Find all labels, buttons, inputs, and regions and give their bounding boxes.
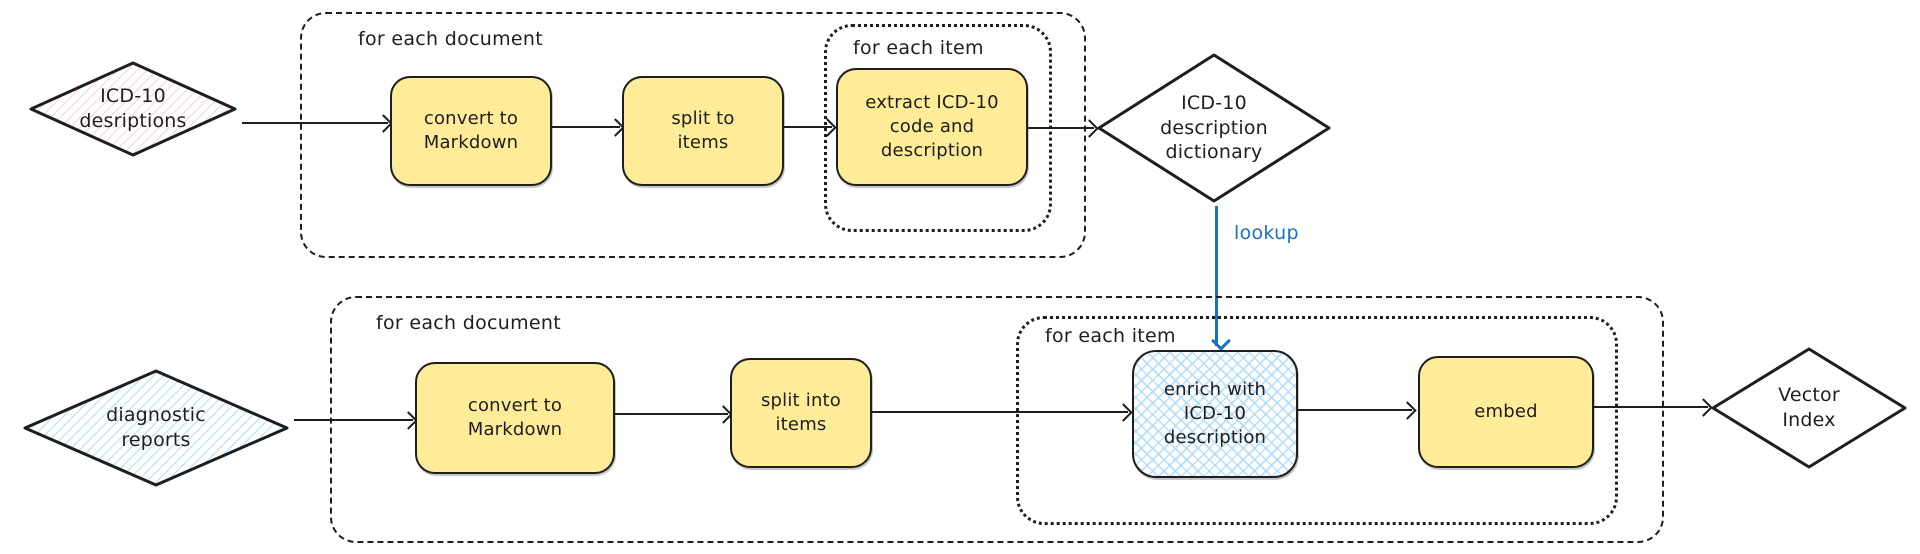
- node-text-line: Index: [1782, 409, 1836, 431]
- group-label-bottom-for-each-item: for each item: [1045, 325, 1176, 347]
- arrow-top-extract-to-dictionary: [1026, 127, 1094, 129]
- step-text-line: split to: [671, 107, 735, 129]
- group-top-for-each-document: for each document: [300, 12, 1086, 258]
- step-text-line: split into: [760, 389, 842, 411]
- arrow-bottom-convert-to-split: [613, 413, 728, 415]
- arrow-bottom-split-to-enrich: [870, 411, 1128, 413]
- node-text-line: ICD-10: [100, 85, 166, 108]
- group-bottom-for-each-item: for each item: [1016, 316, 1618, 525]
- arrow-bottom-source-to-convert: [294, 419, 413, 421]
- node-text-line: dictionary: [1165, 141, 1263, 164]
- step-text-line: Markdown: [467, 419, 563, 440]
- lookup-arrow: [1215, 206, 1218, 346]
- step-text-line: items: [677, 132, 729, 153]
- step-text-line: ICD-10: [1183, 402, 1247, 424]
- step-text-line: convert to: [423, 107, 519, 129]
- group-label-top-for-each-document: for each document: [358, 28, 543, 50]
- group-label-bottom-for-each-document: for each document: [376, 312, 561, 334]
- step-bottom-convert-to-markdown: convert to Markdown: [415, 362, 615, 474]
- node-text-line: reports: [121, 429, 191, 451]
- arrow-bottom-embed-to-index: [1592, 406, 1708, 408]
- node-diagnostic-reports: diagnostic reports: [22, 368, 290, 488]
- step-text-line: description: [1163, 427, 1267, 449]
- node-text-line: desriptions: [79, 110, 187, 132]
- node-text-line: diagnostic: [106, 404, 206, 427]
- step-top-convert-to-markdown: convert to Markdown: [390, 76, 552, 186]
- arrow-top-convert-to-split: [550, 126, 620, 128]
- arrow-top-split-to-extract: [782, 126, 832, 128]
- step-bottom-enrich-icd10: enrich with ICD-10 description: [1132, 350, 1298, 478]
- step-top-extract-icd10: extract ICD-10 code and description: [836, 68, 1028, 186]
- arrow-top-source-to-convert: [242, 122, 388, 124]
- diamond-shape: [23, 369, 289, 487]
- step-text-line: extract ICD-10: [865, 91, 999, 113]
- diamond-shape: [29, 61, 237, 157]
- step-text-line: embed: [1474, 400, 1538, 422]
- step-text-line: enrich with: [1163, 378, 1267, 400]
- step-top-split-to-items: split to items: [622, 76, 784, 186]
- node-icd10-descriptions: ICD-10 desriptions: [28, 60, 238, 158]
- node-text-line: ICD-10: [1181, 91, 1247, 114]
- step-text-line: code and: [889, 115, 975, 137]
- node-text-line: Vector: [1778, 384, 1840, 407]
- step-text-line: items: [775, 414, 827, 435]
- node-icd10-description-dictionary: ICD-10 description dictionary: [1096, 52, 1332, 204]
- step-bottom-embed: embed: [1418, 356, 1594, 468]
- arrow-bottom-enrich-to-embed: [1296, 409, 1412, 411]
- node-text-line: description: [1160, 116, 1268, 139]
- group-label-top-for-each-item: for each item: [853, 37, 984, 59]
- lookup-label: lookup: [1234, 222, 1299, 244]
- step-text-line: convert to: [467, 394, 563, 416]
- diamond-shape: [1711, 347, 1907, 469]
- step-text-line: description: [880, 140, 984, 162]
- diamond-shape: [1097, 53, 1331, 203]
- node-vector-index: Vector Index: [1710, 346, 1908, 470]
- step-bottom-split-into-items: split into items: [730, 358, 872, 468]
- step-text-line: Markdown: [423, 132, 519, 153]
